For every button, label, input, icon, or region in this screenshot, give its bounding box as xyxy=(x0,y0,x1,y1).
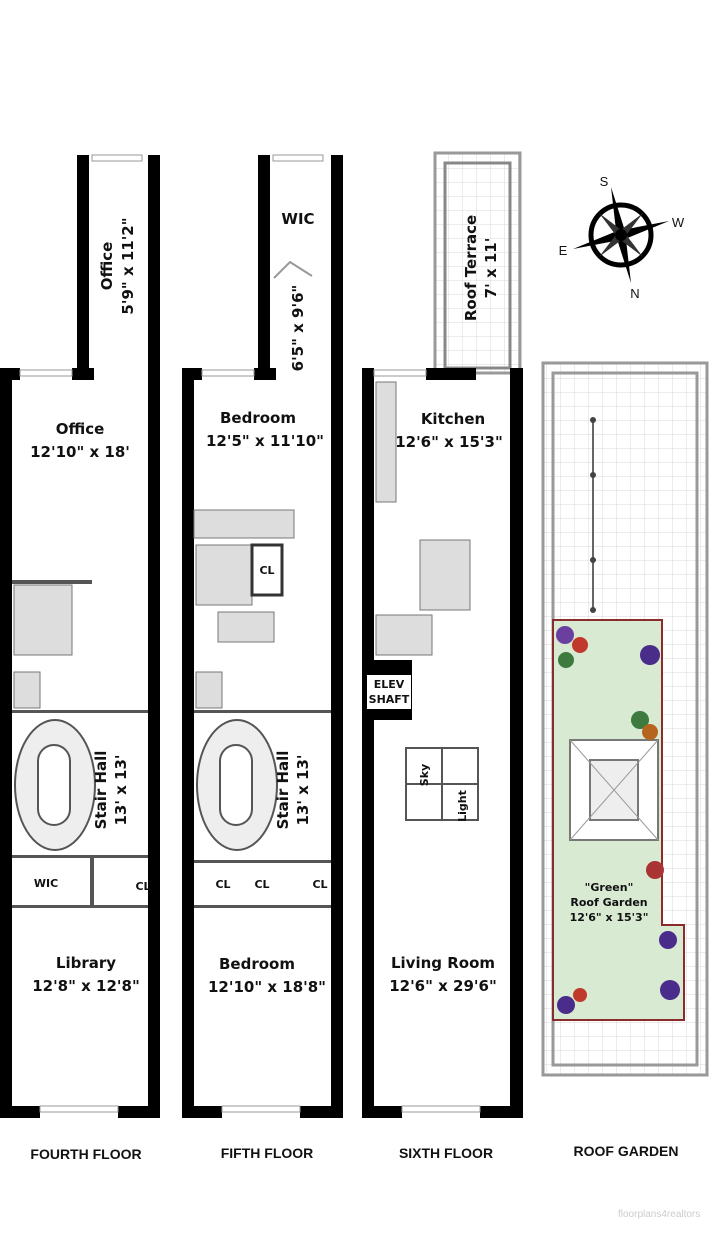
compass-rose-icon: S W E N xyxy=(559,174,685,301)
closet-label: CL xyxy=(215,878,230,891)
fifth-floor-label: FIFTH FLOOR xyxy=(221,1145,314,1161)
wic-label: WIC xyxy=(34,877,58,890)
stair-hall-name: Stair Hall xyxy=(92,751,110,830)
bedroom-bottom-name: Bedroom xyxy=(219,955,295,973)
skylight-label: Light xyxy=(456,790,469,822)
closet-label: CL xyxy=(254,878,269,891)
wic-name: WIC xyxy=(281,210,314,228)
stair-hall-dims: 13' x 13' xyxy=(294,754,312,825)
sixth-floor-label: SIXTH FLOOR xyxy=(399,1145,493,1161)
bedroom-top-name: Bedroom xyxy=(220,409,296,427)
stair-hall-dims: 13' x 13' xyxy=(112,754,130,825)
garden-label: "Green" xyxy=(585,881,634,894)
watermark: floorplans4realtors xyxy=(618,1209,700,1220)
bedroom-top-dims: 12'5" x 11'10" xyxy=(206,432,324,450)
fifth-floor-plan: WIC 6'5" x 9'6" Bedroom 12'5" x 11'10" C… xyxy=(182,154,343,1118)
skylight-label: Sky xyxy=(418,764,431,786)
living-room-dims: 12'6" x 29'6" xyxy=(389,977,497,995)
garden-label: Roof Garden xyxy=(570,896,647,909)
kitchen-dims: 12'6" x 15'3" xyxy=(395,433,503,451)
wic-dims: 6'5" x 9'6" xyxy=(289,285,307,372)
compass-east: E xyxy=(559,243,568,258)
library-dims: 12'8" x 12'8" xyxy=(32,977,140,995)
roof-terrace-name: Roof Terrace xyxy=(462,215,480,321)
fourth-floor-label: FOURTH FLOOR xyxy=(30,1146,141,1162)
roof-terrace-dims: 7' x 11' xyxy=(482,238,500,299)
roof-garden-label: ROOF GARDEN xyxy=(574,1143,679,1159)
bedroom-bottom-dims: 12'10" x 18'8" xyxy=(208,978,326,996)
plant-cluster-icon xyxy=(556,626,680,1014)
closet-label: CL xyxy=(135,880,150,893)
office-dims: 12'10" x 18' xyxy=(30,443,130,461)
fourth-floor-plan: Office 5'9" x 11'2" Office 12'10" x 18' … xyxy=(0,154,160,1118)
library-name: Library xyxy=(56,954,116,972)
garden-dims: 12'6" x 15'3" xyxy=(570,911,649,924)
sixth-floor-plan: Roof Terrace 7' x 11' Kitchen 12'6" x 15… xyxy=(362,151,523,1118)
roof-garden-plan: "Green" Roof Garden 12'6" x 15'3" xyxy=(541,361,709,1077)
elevator-label: ELEV xyxy=(374,678,405,691)
closet-label: CL xyxy=(259,564,274,577)
compass-west: W xyxy=(672,215,685,230)
kitchen-name: Kitchen xyxy=(421,410,485,428)
living-room-name: Living Room xyxy=(391,954,495,972)
compass-north: N xyxy=(630,286,639,301)
office-annex-name: Office xyxy=(98,242,116,291)
office-annex-dims: 5'9" x 11'2" xyxy=(119,217,137,314)
elevator-label: SHAFT xyxy=(369,693,410,706)
closet-label: CL xyxy=(312,878,327,891)
stair-hall-name: Stair Hall xyxy=(274,751,292,830)
office-name: Office xyxy=(56,420,105,438)
compass-south: S xyxy=(600,174,609,189)
